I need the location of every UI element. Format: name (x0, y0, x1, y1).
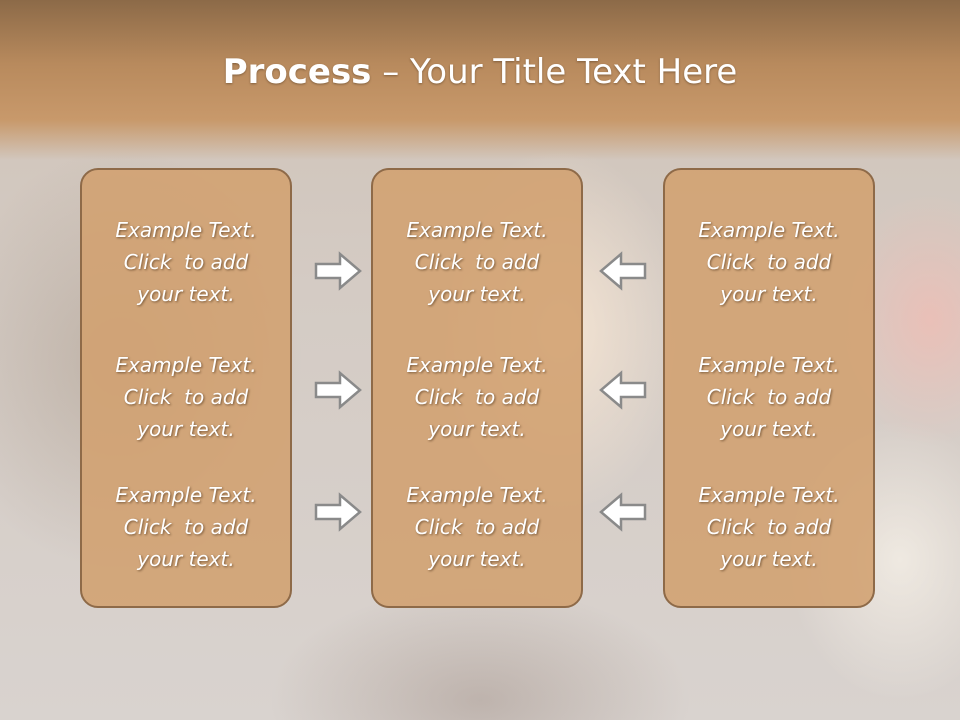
text-line: Click to add (414, 515, 540, 539)
text-line: your text. (428, 547, 526, 571)
text-block[interactable]: Example Text. Click to add your text. (373, 479, 581, 575)
text-line: Click to add (706, 515, 832, 539)
title-rest-part: – Your Title Text Here (371, 52, 738, 92)
text-line: your text. (720, 547, 818, 571)
text-line: Click to add (414, 250, 540, 274)
text-line: your text. (137, 547, 235, 571)
text-line: your text. (428, 282, 526, 306)
title-banner (0, 0, 960, 160)
text-block[interactable]: Example Text. Click to add your text. (665, 479, 873, 575)
text-line: Click to add (123, 385, 249, 409)
text-line: Example Text. (406, 218, 548, 242)
text-block[interactable]: Example Text. Click to add your text. (665, 214, 873, 310)
text-line: Click to add (706, 385, 832, 409)
text-line: Example Text. (115, 218, 257, 242)
left-arrow-icon (599, 492, 647, 532)
text-line: Example Text. (406, 353, 548, 377)
text-line: your text. (720, 282, 818, 306)
text-block[interactable]: Example Text. Click to add your text. (82, 214, 290, 310)
right-arrow-icon (314, 251, 362, 291)
text-line: Example Text. (698, 483, 840, 507)
text-line: Example Text. (698, 218, 840, 242)
right-arrow-icon (314, 492, 362, 532)
text-line: Example Text. (115, 483, 257, 507)
text-line: Example Text. (115, 353, 257, 377)
right-arrow-icon (314, 370, 362, 410)
panel-middle[interactable]: Example Text. Click to add your text. Ex… (371, 168, 583, 608)
text-line: your text. (720, 417, 818, 441)
title-bold-part: Process (222, 52, 372, 92)
text-line: your text. (428, 417, 526, 441)
text-line: Click to add (123, 250, 249, 274)
panel-right[interactable]: Example Text. Click to add your text. Ex… (663, 168, 875, 608)
left-arrow-icon (599, 251, 647, 291)
text-line: Click to add (706, 250, 832, 274)
text-block[interactable]: Example Text. Click to add your text. (373, 349, 581, 445)
text-block[interactable]: Example Text. Click to add your text. (373, 214, 581, 310)
text-line: your text. (137, 417, 235, 441)
left-arrow-icon (599, 370, 647, 410)
text-line: Example Text. (406, 483, 548, 507)
slide-title[interactable]: Process – Your Title Text Here (0, 52, 960, 92)
text-block[interactable]: Example Text. Click to add your text. (665, 349, 873, 445)
text-line: Click to add (414, 385, 540, 409)
text-line: Example Text. (698, 353, 840, 377)
panel-left[interactable]: Example Text. Click to add your text. Ex… (80, 168, 292, 608)
text-block[interactable]: Example Text. Click to add your text. (82, 479, 290, 575)
text-block[interactable]: Example Text. Click to add your text. (82, 349, 290, 445)
text-line: your text. (137, 282, 235, 306)
text-line: Click to add (123, 515, 249, 539)
